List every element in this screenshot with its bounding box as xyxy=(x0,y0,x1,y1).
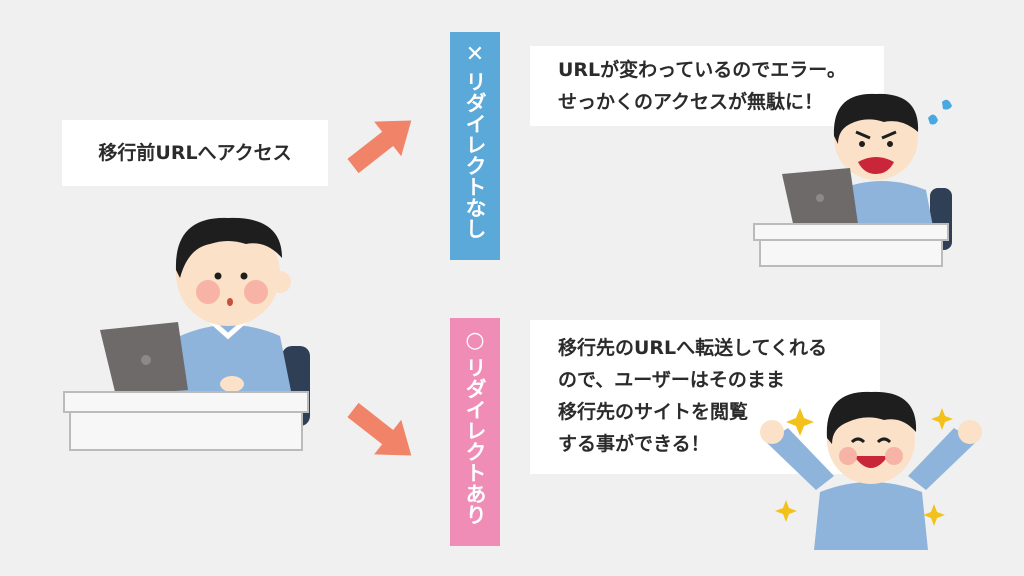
cross-icon: ✕ xyxy=(462,42,488,67)
shirt xyxy=(178,325,292,396)
success-message-line-2: ので、ユーザーはそのまま xyxy=(558,369,785,391)
success-message-line-3: 移行先のサイトを閲覧 xyxy=(558,401,749,423)
badge-no-redirect: ✕ リダイレクトなし xyxy=(450,32,500,260)
frustrated-person-illustration xyxy=(753,93,952,267)
arrow-upper xyxy=(347,120,412,174)
sparkle-icon xyxy=(786,408,814,436)
arrow-upper-shaft xyxy=(347,129,397,174)
sparkle-icon xyxy=(775,500,797,522)
sweat-drop-icon xyxy=(928,114,938,125)
error-message-line-2: せっかくのアクセスが無駄に！ xyxy=(558,91,824,113)
success-message-line-4: する事ができる！ xyxy=(558,433,710,455)
error-message-line-1: URLが変わっているのでエラー。 xyxy=(558,59,847,81)
success-message-card: 移行先のURLへ転送してくれる ので、ユーザーはそのまま 移行先のサイトを閲覧 … xyxy=(530,320,880,474)
arrow-lower-shaft xyxy=(347,402,397,447)
happy-person-illustration xyxy=(760,391,982,550)
arrow-upper-head xyxy=(374,120,412,157)
sparkle-icon xyxy=(923,504,945,526)
sparkle-icon xyxy=(931,408,953,430)
person-at-laptop-illustration xyxy=(63,217,310,451)
start-label: 移行前URLへアクセス xyxy=(98,142,292,164)
arrow-lower-head xyxy=(374,419,412,456)
desk-top xyxy=(63,391,309,413)
desk-front xyxy=(69,411,303,451)
badge-redirect-label: リダイレクトあり xyxy=(463,357,487,525)
error-message-card: URLが変わっているのでエラー。 せっかくのアクセスが無駄に！ xyxy=(530,46,884,126)
badge-redirect: ○ リダイレクトあり xyxy=(450,318,500,546)
badge-no-redirect-label: リダイレクトなし xyxy=(463,71,487,239)
hair xyxy=(175,217,282,278)
arrow-lower xyxy=(347,402,412,456)
circle-icon: ○ xyxy=(462,328,488,353)
start-label-card: 移行前URLへアクセス xyxy=(62,120,328,186)
success-message-line-1: 移行先のURLへ転送してくれる xyxy=(558,337,828,359)
